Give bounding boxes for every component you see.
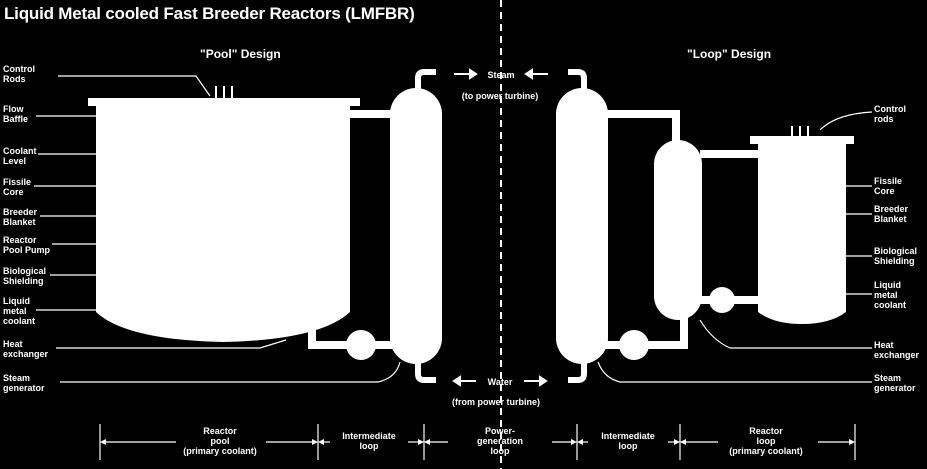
pool-reactor-lid: [88, 98, 360, 106]
loop-water-line: [568, 360, 587, 383]
loop-primary-pump: [709, 287, 735, 313]
pool-intermediate-pump: [346, 330, 376, 360]
pool-control-rods: [215, 86, 233, 100]
pool-water-line: [415, 360, 436, 383]
pool-steam-line: [415, 69, 436, 92]
pool-design-heading: "Pool" Design: [200, 47, 281, 61]
steam-note: (to power turbine): [461, 91, 539, 101]
loop-leader-lines: [597, 111, 873, 383]
loop-design-heading: "Loop" Design: [687, 47, 772, 61]
section-arrowheads: [100, 439, 855, 445]
pool-leader-lines: [34, 75, 401, 383]
pool-steam-generator: [390, 88, 442, 364]
steam-arrows: [454, 68, 548, 80]
water-label: Water: [487, 377, 513, 387]
loop-intermediate-pump: [619, 330, 649, 360]
water-note: (from power turbine): [452, 397, 540, 407]
page-title: Liquid Metal cooled Fast Breeder Reactor…: [4, 4, 415, 23]
water-arrows: [452, 375, 548, 387]
loop-reactor-vessel: [758, 144, 846, 324]
loop-intermediate-hot-pipe: [604, 110, 680, 146]
steam-label: Steam: [487, 70, 515, 80]
loop-steam-line: [568, 69, 587, 92]
loop-reactor-lid: [750, 136, 854, 144]
pool-reactor-vessel: [96, 106, 350, 342]
loop-heat-exchanger: [654, 140, 702, 320]
pool-hot-leg-pipe: [350, 110, 398, 118]
loop-steam-generator: [556, 88, 608, 364]
loop-primary-hot-pipe: [700, 150, 764, 158]
